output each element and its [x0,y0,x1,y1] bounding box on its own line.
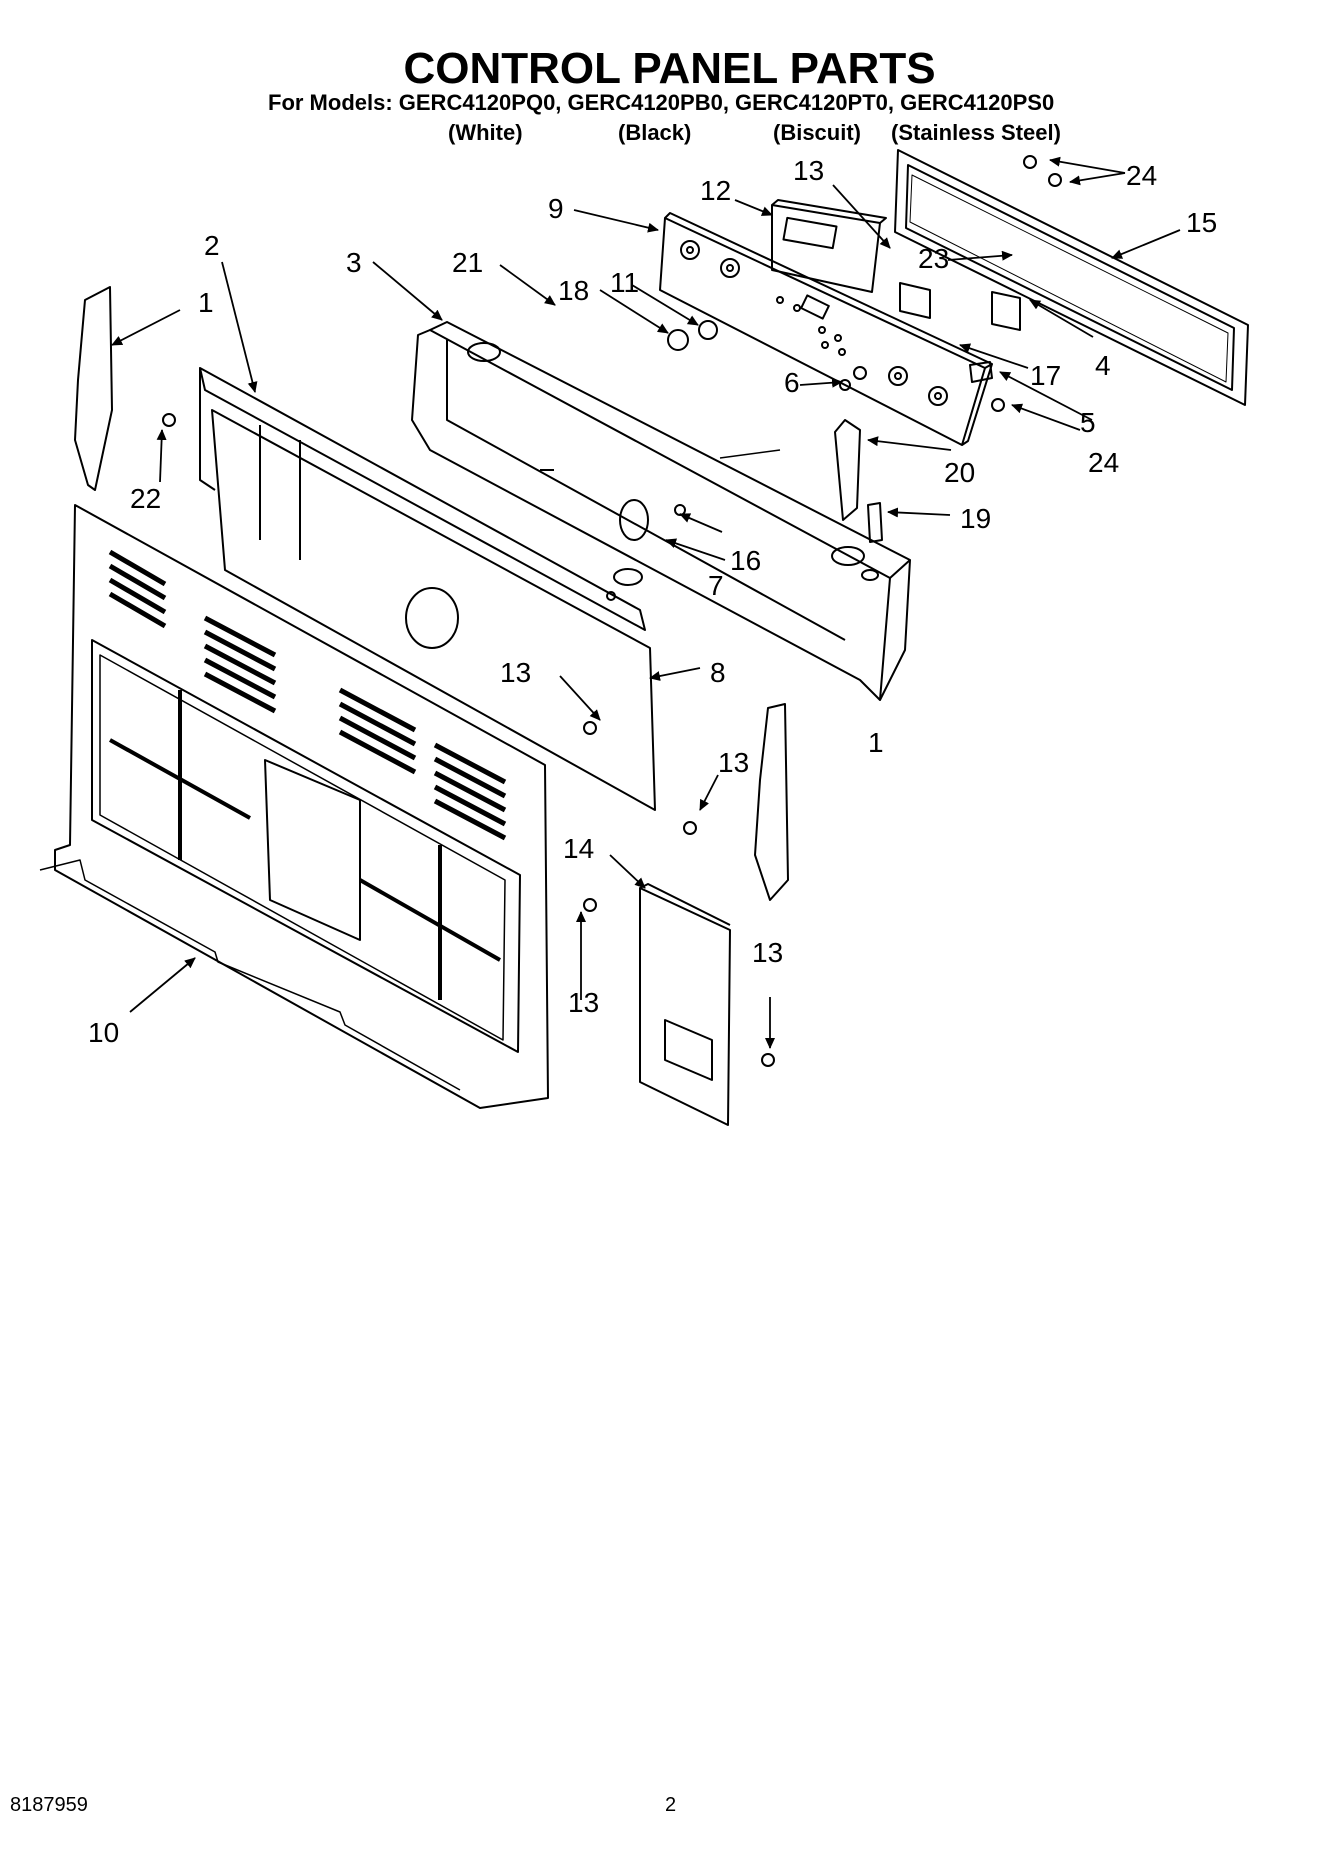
callout-13-bottom-right: 13 [752,937,783,968]
document-number: 8187959 [10,1794,88,1816]
callout-10: 10 [88,1017,119,1048]
callout-13-mid: 13 [500,657,531,688]
bracket-parts [199,367,656,811]
callout-leaders [111,156,1181,1049]
callout-13-bottom-left: 13 [568,987,599,1018]
callout-1-left: 1 [198,287,214,318]
trim-strip-part [894,149,1249,406]
callout-20: 20 [944,457,975,488]
callout-2: 2 [204,230,220,261]
variant-black: (Black) [618,120,692,145]
back-panel-part [39,504,549,1109]
screws-and-knobs [162,155,1062,1067]
callout-15: 15 [1186,207,1217,238]
variant-white: (White) [448,120,523,145]
callout-labels: 1 1 2 3 4 5 6 7 8 9 10 11 12 13 13 13 13… [88,155,1217,1048]
callout-3: 3 [346,247,362,278]
page-number: 2 [665,1794,677,1816]
page-title: CONTROL PANEL PARTS [403,44,936,93]
control-panel-face-part [659,212,993,446]
display-module-part [771,199,887,293]
callout-1-right: 1 [868,727,884,758]
callout-19: 19 [960,503,991,534]
callout-5: 5 [1080,407,1096,438]
callout-22: 22 [130,483,161,514]
callout-4: 4 [1095,350,1111,381]
bracket-opening [405,587,459,649]
callout-23: 23 [918,243,949,274]
callout-18: 18 [558,275,589,306]
side-bracket-part [639,883,731,1126]
callout-9: 9 [548,193,564,224]
callout-17: 17 [1030,360,1061,391]
callout-6: 6 [784,367,800,398]
end-cap-parts [74,286,789,901]
callout-24-top: 24 [1126,160,1157,191]
callout-12: 12 [700,175,731,206]
callout-7: 7 [708,570,724,601]
callout-24-bottom: 24 [1088,447,1119,478]
callout-13-top: 13 [793,155,824,186]
callout-13-right: 13 [718,747,749,778]
models-line: For Models: GERC4120PQ0, GERC4120PB0, GE… [268,90,1055,115]
control-panel-housing-part [411,321,911,701]
callout-21: 21 [452,247,483,278]
small-component-parts [834,282,1021,543]
callout-14: 14 [563,833,594,864]
callout-8: 8 [710,657,726,688]
variant-stainless-steel: (Stainless Steel) [891,120,1061,145]
callout-11: 11 [610,267,639,298]
callout-16: 16 [730,545,761,576]
variant-biscuit: (Biscuit) [773,120,861,145]
